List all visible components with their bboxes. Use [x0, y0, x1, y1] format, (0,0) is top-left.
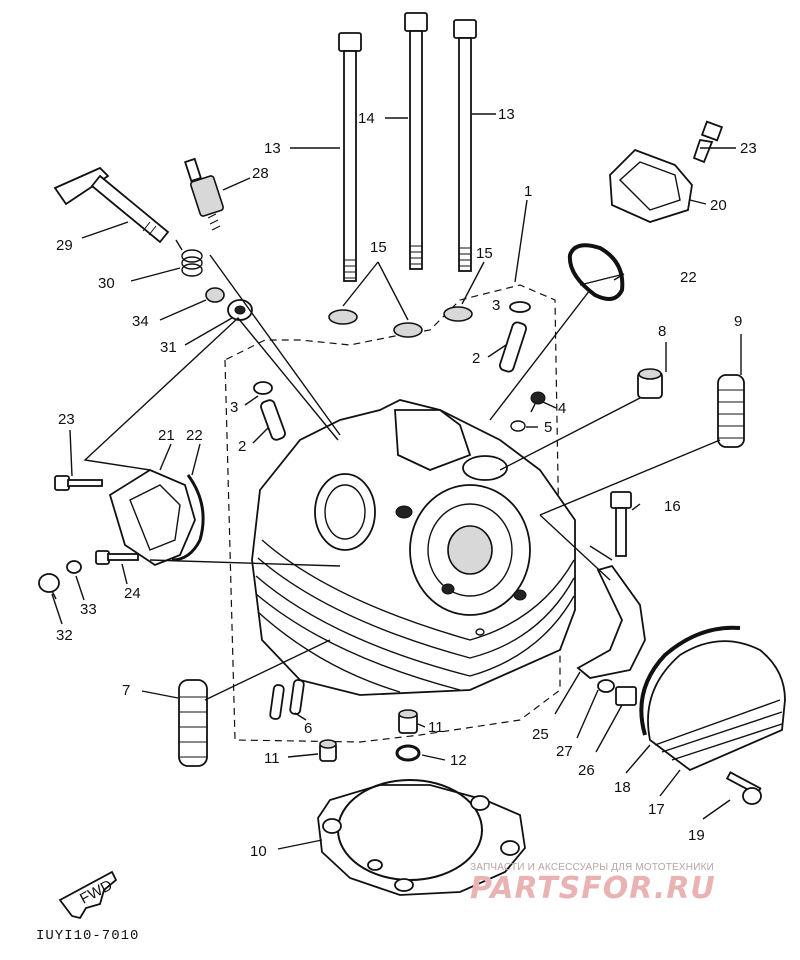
spark-plug-28 — [184, 157, 224, 231]
callout-15-right: 15 — [476, 245, 493, 262]
washer-34 — [205, 287, 225, 303]
callout-31: 31 — [160, 339, 177, 356]
screw-4 — [530, 391, 546, 413]
callout-15-left: 15 — [370, 239, 387, 256]
callout-10: 10 — [250, 843, 267, 860]
callout-28: 28 — [252, 165, 269, 182]
leader-lines — [51, 113, 742, 850]
o-ring-22-left — [171, 474, 205, 562]
callout-16: 16 — [664, 498, 681, 515]
washer-15-middle — [393, 322, 423, 338]
callout-30: 30 — [98, 275, 115, 292]
valve-spring-9 — [717, 374, 745, 448]
callout-2-left: 2 — [238, 438, 246, 455]
gasket-18 — [639, 625, 741, 736]
callout-7: 7 — [122, 682, 130, 699]
screw-32 — [38, 573, 60, 600]
head-cover-17 — [647, 640, 786, 772]
o-ring-12 — [395, 744, 421, 762]
callout-20: 20 — [710, 197, 727, 214]
callout-1: 1 — [524, 183, 532, 200]
callout-9: 9 — [734, 313, 742, 330]
callout-11-left: 11 — [264, 750, 280, 767]
callout-34: 34 — [132, 313, 149, 330]
bolt-23-left — [54, 475, 103, 491]
callout-25: 25 — [532, 726, 549, 743]
valve-guide-2-left — [260, 399, 286, 441]
callout-13-right: 13 — [498, 106, 515, 123]
cylinder-head-body — [251, 399, 576, 696]
callout-17: 17 — [648, 801, 665, 818]
callout-32: 32 — [56, 627, 73, 644]
callout-labels: 13 14 13 23 28 20 1 29 15 15 22 30 3 34 … — [56, 106, 757, 860]
callout-23-top: 23 — [740, 140, 757, 157]
forward-direction-arrow: FWD — [58, 870, 118, 920]
drawing-code: IUYI10-7010 — [36, 928, 140, 944]
washer-5 — [510, 420, 526, 432]
callout-11-right: 11 — [428, 719, 444, 736]
gasket-25 — [576, 564, 646, 679]
oil-seal-31 — [227, 299, 253, 321]
callout-22-left: 22 — [186, 427, 203, 444]
callout-8: 8 — [658, 323, 666, 340]
callout-18: 18 — [614, 779, 631, 796]
head-bolt-13-left — [338, 32, 362, 282]
watermark-logo: PARTSFOR.RU — [470, 871, 716, 906]
tappet-8 — [637, 368, 663, 399]
valve-guide-2-top — [499, 321, 527, 373]
callout-22-top: 22 — [680, 269, 697, 286]
head-bolt-13-right — [453, 19, 477, 272]
callout-6: 6 — [304, 720, 312, 737]
bolt-23-top — [692, 120, 724, 164]
callout-27: 27 — [556, 743, 573, 760]
cap-3-top — [509, 301, 531, 313]
callout-29: 29 — [56, 237, 73, 254]
bolt-26 — [615, 686, 637, 706]
dowel-11-left — [319, 739, 337, 762]
cap-3-left — [253, 381, 273, 395]
callout-12: 12 — [450, 752, 467, 769]
callout-26: 26 — [578, 762, 595, 779]
washer-27 — [597, 679, 615, 693]
side-cap-21 — [108, 468, 196, 567]
callout-2-top: 2 — [472, 350, 480, 367]
head-bolt-14 — [404, 12, 428, 270]
stud-bolt-16 — [610, 491, 632, 557]
bolt-24 — [95, 550, 139, 565]
decomp-shaft-29 — [53, 166, 170, 244]
callout-33: 33 — [80, 601, 97, 618]
watermark: ЗАПЧАСТИ И АКСЕССУАРЫ ДЛЯ МОТОТЕХНИКИ PA… — [470, 862, 790, 906]
callout-14: 14 — [358, 110, 375, 127]
washer-15-right — [443, 306, 473, 322]
callout-19: 19 — [688, 827, 705, 844]
valve-spring-7 — [178, 679, 208, 767]
dowel-11-right — [398, 709, 418, 734]
callout-3-left: 3 — [230, 399, 238, 416]
o-ring-22-top — [567, 243, 625, 301]
washer-33 — [66, 560, 82, 574]
spring-30 — [175, 239, 203, 277]
callout-21: 21 — [158, 427, 175, 444]
dowel-pins-6 — [269, 679, 305, 720]
head-gasket-10 — [317, 779, 526, 896]
cover-20 — [609, 148, 693, 223]
callout-4: 4 — [558, 400, 566, 417]
callout-3-top: 3 — [492, 297, 500, 314]
washer-15-left — [328, 309, 358, 325]
bolt-19 — [725, 771, 762, 805]
callout-23-left: 23 — [58, 411, 75, 428]
watermark-caption: ЗАПЧАСТИ И АКСЕССУАРЫ ДЛЯ МОТОТЕХНИКИ — [470, 862, 715, 873]
callout-13-left: 13 — [264, 140, 281, 157]
callout-24: 24 — [124, 585, 141, 602]
callout-5: 5 — [544, 419, 552, 436]
